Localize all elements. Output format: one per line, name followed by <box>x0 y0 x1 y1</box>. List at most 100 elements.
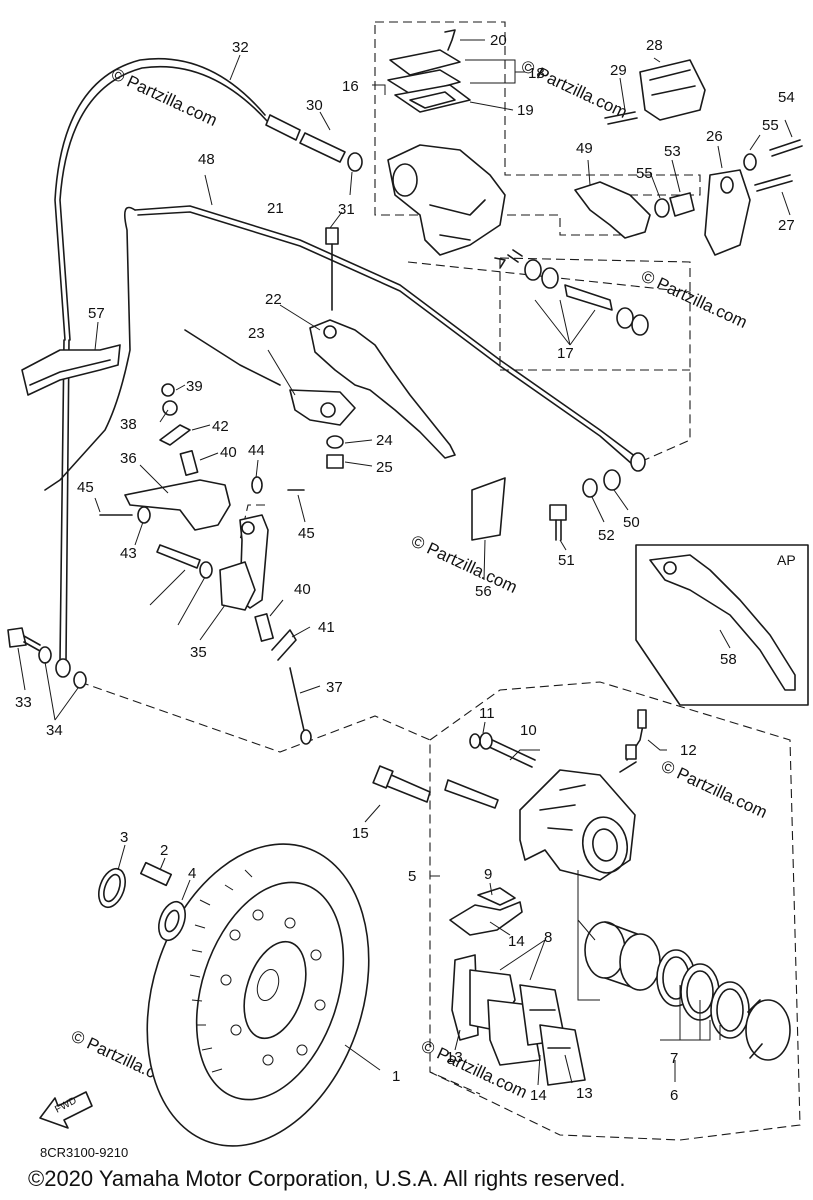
callout-51: 51 <box>558 552 575 569</box>
callout-43: 43 <box>120 545 137 562</box>
callout-9: 9 <box>484 866 492 883</box>
callout-17: 17 <box>557 345 574 362</box>
callout-27: 27 <box>778 217 795 234</box>
callout-58: 58 <box>720 651 737 668</box>
callout-39: 39 <box>186 378 203 395</box>
callout-38: 38 <box>120 416 137 433</box>
inset-label: AP <box>777 552 796 568</box>
watermark-text: © Partzilla.com <box>638 266 750 332</box>
brake-lever <box>309 227 456 459</box>
callout-21: 21 <box>267 200 284 217</box>
callout-56: 56 <box>475 583 492 600</box>
lever-link-line <box>239 504 265 541</box>
misc-fasteners <box>549 469 621 541</box>
callout-26: 26 <box>706 128 723 145</box>
drawing-code: 8CR3100-9210 <box>40 1145 129 1160</box>
callout-45b: 45 <box>298 525 315 542</box>
cable-holder <box>184 329 356 469</box>
callout-13b: 13 <box>576 1085 593 1102</box>
cable-bracket <box>21 344 121 396</box>
callout-33: 33 <box>15 694 32 711</box>
callouts: 1 2 3 4 5 6 7 8 9 10 11 12 13 13 14 14 1… <box>15 32 795 1104</box>
parking-lever <box>574 139 803 256</box>
callout-28: 28 <box>646 37 663 54</box>
callout-48: 48 <box>198 151 215 168</box>
callout-29: 29 <box>610 62 627 79</box>
callout-4: 4 <box>188 865 196 882</box>
callout-55a: 55 <box>762 117 779 134</box>
callout-1: 1 <box>392 1068 400 1085</box>
copyright-notice: ©2020 Yamaha Motor Corporation, U.S.A. A… <box>28 1166 626 1191</box>
callout-42: 42 <box>212 418 229 435</box>
cables <box>44 57 646 678</box>
callout-6: 6 <box>670 1087 678 1104</box>
callout-12: 12 <box>680 742 697 759</box>
callout-3: 3 <box>120 829 128 846</box>
caliper-assembly <box>372 709 647 881</box>
callout-22: 22 <box>265 291 282 308</box>
callout-14a: 14 <box>508 933 525 950</box>
piston-group-box-side <box>499 258 690 371</box>
callout-13a: 13 <box>446 1049 463 1066</box>
inset-ap: AP <box>635 544 809 706</box>
callout-25: 25 <box>376 459 393 476</box>
callout-32: 32 <box>232 39 249 56</box>
callout-18: 18 <box>528 65 545 82</box>
watermark-text: © Partzilla.com <box>658 756 770 822</box>
callout-52: 52 <box>598 527 615 544</box>
callout-57: 57 <box>88 305 105 322</box>
cable-32-lower <box>59 339 65 661</box>
callout-19: 19 <box>517 102 534 119</box>
leader-lines <box>17 39 793 1086</box>
cable-48-run <box>134 205 641 461</box>
callout-40a: 40 <box>220 444 237 461</box>
callout-30: 30 <box>306 97 323 114</box>
master-cylinder <box>387 29 506 256</box>
callout-54: 54 <box>778 89 795 106</box>
callout-8: 8 <box>544 929 552 946</box>
callout-36: 36 <box>120 450 137 467</box>
callout-34: 34 <box>46 722 63 739</box>
callout-49: 49 <box>576 140 593 157</box>
caliper-link-line <box>79 681 481 1095</box>
callout-7: 7 <box>670 1050 678 1067</box>
caliper-pistons-seals <box>577 870 791 1061</box>
callout-35: 35 <box>190 644 207 661</box>
cable-group-line <box>407 261 691 463</box>
callout-11: 11 <box>479 705 495 722</box>
master-piston-kit <box>494 249 649 336</box>
brake-disc <box>146 843 370 1147</box>
callout-10: 10 <box>520 722 537 739</box>
callout-55b: 55 <box>636 165 653 182</box>
cable-32 <box>54 57 266 341</box>
callout-20: 20 <box>490 32 507 49</box>
piston-group-box-top <box>499 257 691 295</box>
callout-41: 41 <box>318 619 335 636</box>
callout-5: 5 <box>408 868 416 885</box>
watermark-text: © Partzilla.com <box>408 531 520 597</box>
callout-44: 44 <box>248 442 265 459</box>
callout-14b: 14 <box>530 1087 547 1104</box>
callout-23: 23 <box>248 325 265 342</box>
bolt-33-washers-34 <box>7 627 87 689</box>
callout-53: 53 <box>664 143 681 160</box>
callout-24: 24 <box>376 432 393 449</box>
cable-48 <box>44 206 136 491</box>
brake-switch <box>604 59 706 125</box>
pedal-linkage <box>99 383 312 745</box>
callout-15: 15 <box>352 825 369 842</box>
callout-16: 16 <box>342 78 359 95</box>
inset-frame <box>635 544 809 706</box>
key-circlip-washer <box>98 861 186 942</box>
callout-31: 31 <box>338 201 355 218</box>
reflector <box>471 477 506 541</box>
callout-50: 50 <box>623 514 640 531</box>
callout-45a: 45 <box>77 479 94 496</box>
caliper-group-box <box>429 681 801 1141</box>
callout-40b: 40 <box>294 581 311 598</box>
callout-2: 2 <box>160 842 168 859</box>
brake-pads <box>449 887 586 1086</box>
callout-37: 37 <box>326 679 343 696</box>
fwd-arrow: FWD <box>39 1091 93 1129</box>
